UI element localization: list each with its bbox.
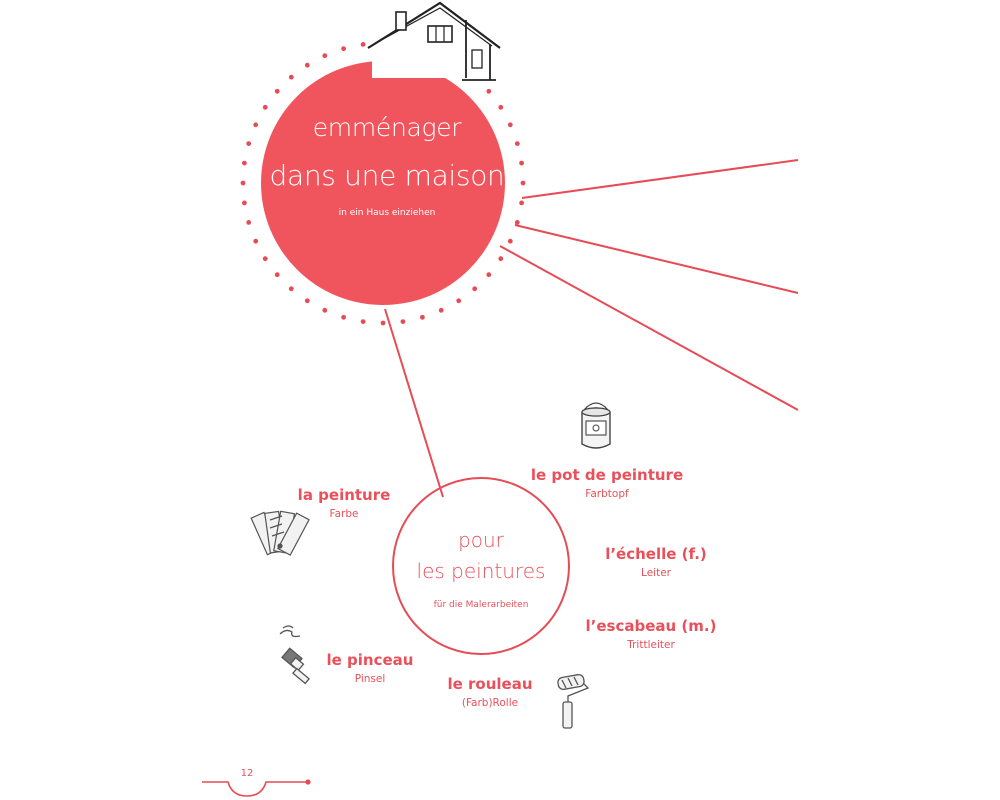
connector-line-2 — [514, 224, 799, 294]
connector-line-3 — [499, 245, 799, 411]
ring-dot — [288, 74, 294, 80]
vocab-l-echelle: l’échelle (f.) Leiter — [586, 545, 726, 579]
ring-dot — [498, 104, 504, 110]
ring-dot — [341, 46, 346, 52]
vocab-german: Leiter — [641, 567, 671, 579]
ring-dot — [486, 88, 492, 94]
dotted-ring — [240, 42, 526, 326]
ring-dot — [438, 307, 444, 313]
sub-topic-circle — [392, 477, 570, 655]
ring-dot — [274, 88, 280, 94]
page-number: 12 — [240, 768, 254, 779]
sub-topic-title-line1: pour — [458, 528, 504, 552]
vocab-french: le rouleau — [447, 675, 533, 693]
ring-dot — [240, 180, 246, 186]
vocab-german: Farbtopf — [585, 488, 629, 500]
vocab-french: le pot de peinture — [530, 466, 684, 484]
ring-dot — [322, 53, 328, 59]
ring-dot — [520, 180, 526, 186]
paint-can-icon — [581, 402, 611, 449]
ring-dot — [360, 42, 366, 47]
ring-dot — [242, 160, 247, 166]
vocab-le-rouleau: le rouleau (Farb)Rolle — [430, 675, 550, 709]
vocab-le-pot-de-peinture: le pot de peinture Farbtopf — [507, 466, 707, 500]
ring-dot — [400, 319, 406, 324]
ring-dot — [341, 314, 346, 320]
ring-dot — [322, 307, 328, 313]
paintbrush-icon — [279, 625, 310, 685]
sub-topic-translation: für die Malerarbeiten — [433, 600, 529, 610]
ring-dot — [498, 256, 504, 262]
connector-line-1 — [521, 159, 799, 199]
connector-lines — [384, 159, 799, 498]
vocab-french: le pinceau — [326, 651, 414, 669]
ring-dot — [246, 141, 252, 147]
vocab-french: l’échelle (f.) — [605, 545, 707, 563]
ring-dot — [304, 62, 310, 68]
ring-dot — [360, 319, 366, 324]
vocab-german: Pinsel — [354, 673, 386, 685]
paint-roller-icon — [557, 673, 590, 729]
house-icon — [367, 1, 501, 81]
vocab-german: (Farb)Rolle — [461, 697, 519, 709]
ring-dot — [274, 272, 280, 278]
connector-line-to-sub — [384, 308, 444, 498]
ring-dot — [253, 238, 259, 244]
page-number-footer-line — [202, 779, 311, 797]
ring-dot — [242, 200, 247, 206]
ring-dot — [262, 256, 268, 262]
ring-dot — [507, 238, 513, 244]
main-topic-title-line1: emménager — [312, 113, 462, 142]
vocab-l-escabeau: l’escabeau (m.) Trittleiter — [571, 617, 731, 651]
vocab-german: Farbe — [329, 508, 359, 520]
ring-dot — [486, 272, 492, 278]
vocab-french: la peinture — [297, 486, 391, 504]
vocab-french: l’escabeau (m.) — [585, 617, 717, 635]
ring-dot — [420, 314, 425, 320]
main-topic-translation: in ein Haus einziehen — [338, 208, 436, 218]
vocab-la-peinture: la peinture Farbe — [284, 486, 404, 520]
ring-dot — [514, 220, 520, 225]
ring-dot — [253, 122, 259, 128]
ring-dot — [519, 200, 524, 206]
ring-dot — [262, 104, 268, 110]
main-topic-title-line2: dans une maison — [269, 159, 505, 192]
ring-dot — [304, 298, 310, 304]
vocab-le-pinceau: le pinceau Pinsel — [310, 651, 430, 685]
ring-dot — [456, 298, 462, 304]
ring-dot — [514, 141, 520, 147]
ring-dot — [519, 160, 524, 166]
main-topic-circle — [261, 61, 505, 305]
ring-dot — [288, 286, 294, 292]
ring-dot — [246, 220, 252, 225]
ring-dot — [507, 122, 513, 128]
vocab-german: Trittleiter — [627, 639, 675, 651]
sub-topic-title-line2: les peintures — [416, 559, 546, 583]
ring-dot — [472, 286, 478, 292]
ring-dot — [380, 320, 386, 326]
paint-swatch-icon — [250, 510, 310, 556]
